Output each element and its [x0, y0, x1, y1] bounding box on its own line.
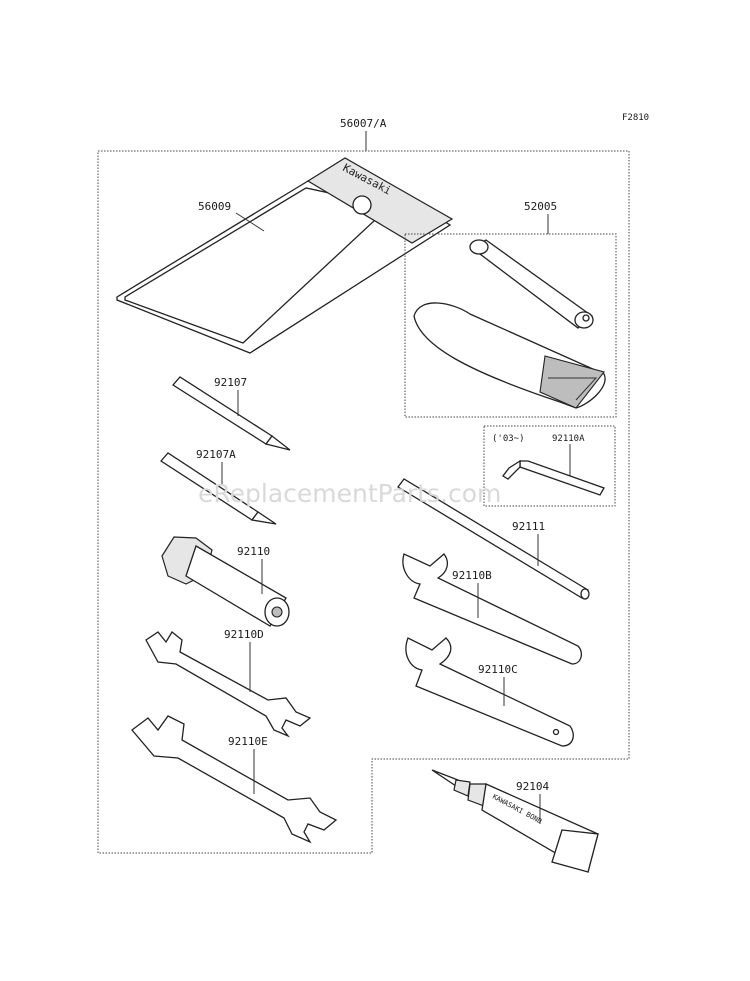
- driver-92107: [172, 376, 291, 451]
- label-92110a: 92110A: [552, 434, 585, 444]
- kit-outline: [97, 150, 630, 854]
- box-wrench: [161, 536, 290, 627]
- label-92107a: 92107A: [196, 448, 236, 461]
- cloth-pouch: [413, 302, 606, 409]
- hex-key-note: ('03~): [492, 434, 525, 444]
- open-wrench-e: [131, 715, 338, 844]
- label-92110: 92110: [237, 545, 270, 558]
- label-92111: 92111: [512, 520, 545, 533]
- label-92110d: 92110D: [224, 628, 264, 641]
- tool-bag: [116, 157, 454, 354]
- label-92110b: 92110B: [452, 569, 492, 582]
- driver-92107a: [160, 452, 277, 525]
- watermark: eReplacementParts.com: [198, 479, 501, 508]
- label-92104: 92104: [516, 780, 549, 793]
- handle-bar: [397, 478, 590, 600]
- hex-key-box: [483, 425, 616, 507]
- open-wrench-d: [145, 631, 312, 738]
- hook-wrench-c: [405, 637, 574, 747]
- label-52005: 52005: [524, 200, 557, 213]
- label-92110e: 92110E: [228, 735, 268, 748]
- hex-key: [502, 459, 605, 496]
- label-56007a: 56007/A: [340, 117, 387, 130]
- label-92110c: 92110C: [478, 663, 518, 676]
- socket-tube: [469, 239, 594, 329]
- hook-wrench-b: [402, 553, 583, 665]
- leader-56009: [235, 212, 265, 232]
- diagram-code: F2810: [622, 113, 649, 123]
- pouch-set-box: [404, 233, 617, 418]
- label-92107: 92107: [214, 376, 247, 389]
- bond-tube: [431, 769, 599, 873]
- label-56009: 56009: [198, 200, 231, 213]
